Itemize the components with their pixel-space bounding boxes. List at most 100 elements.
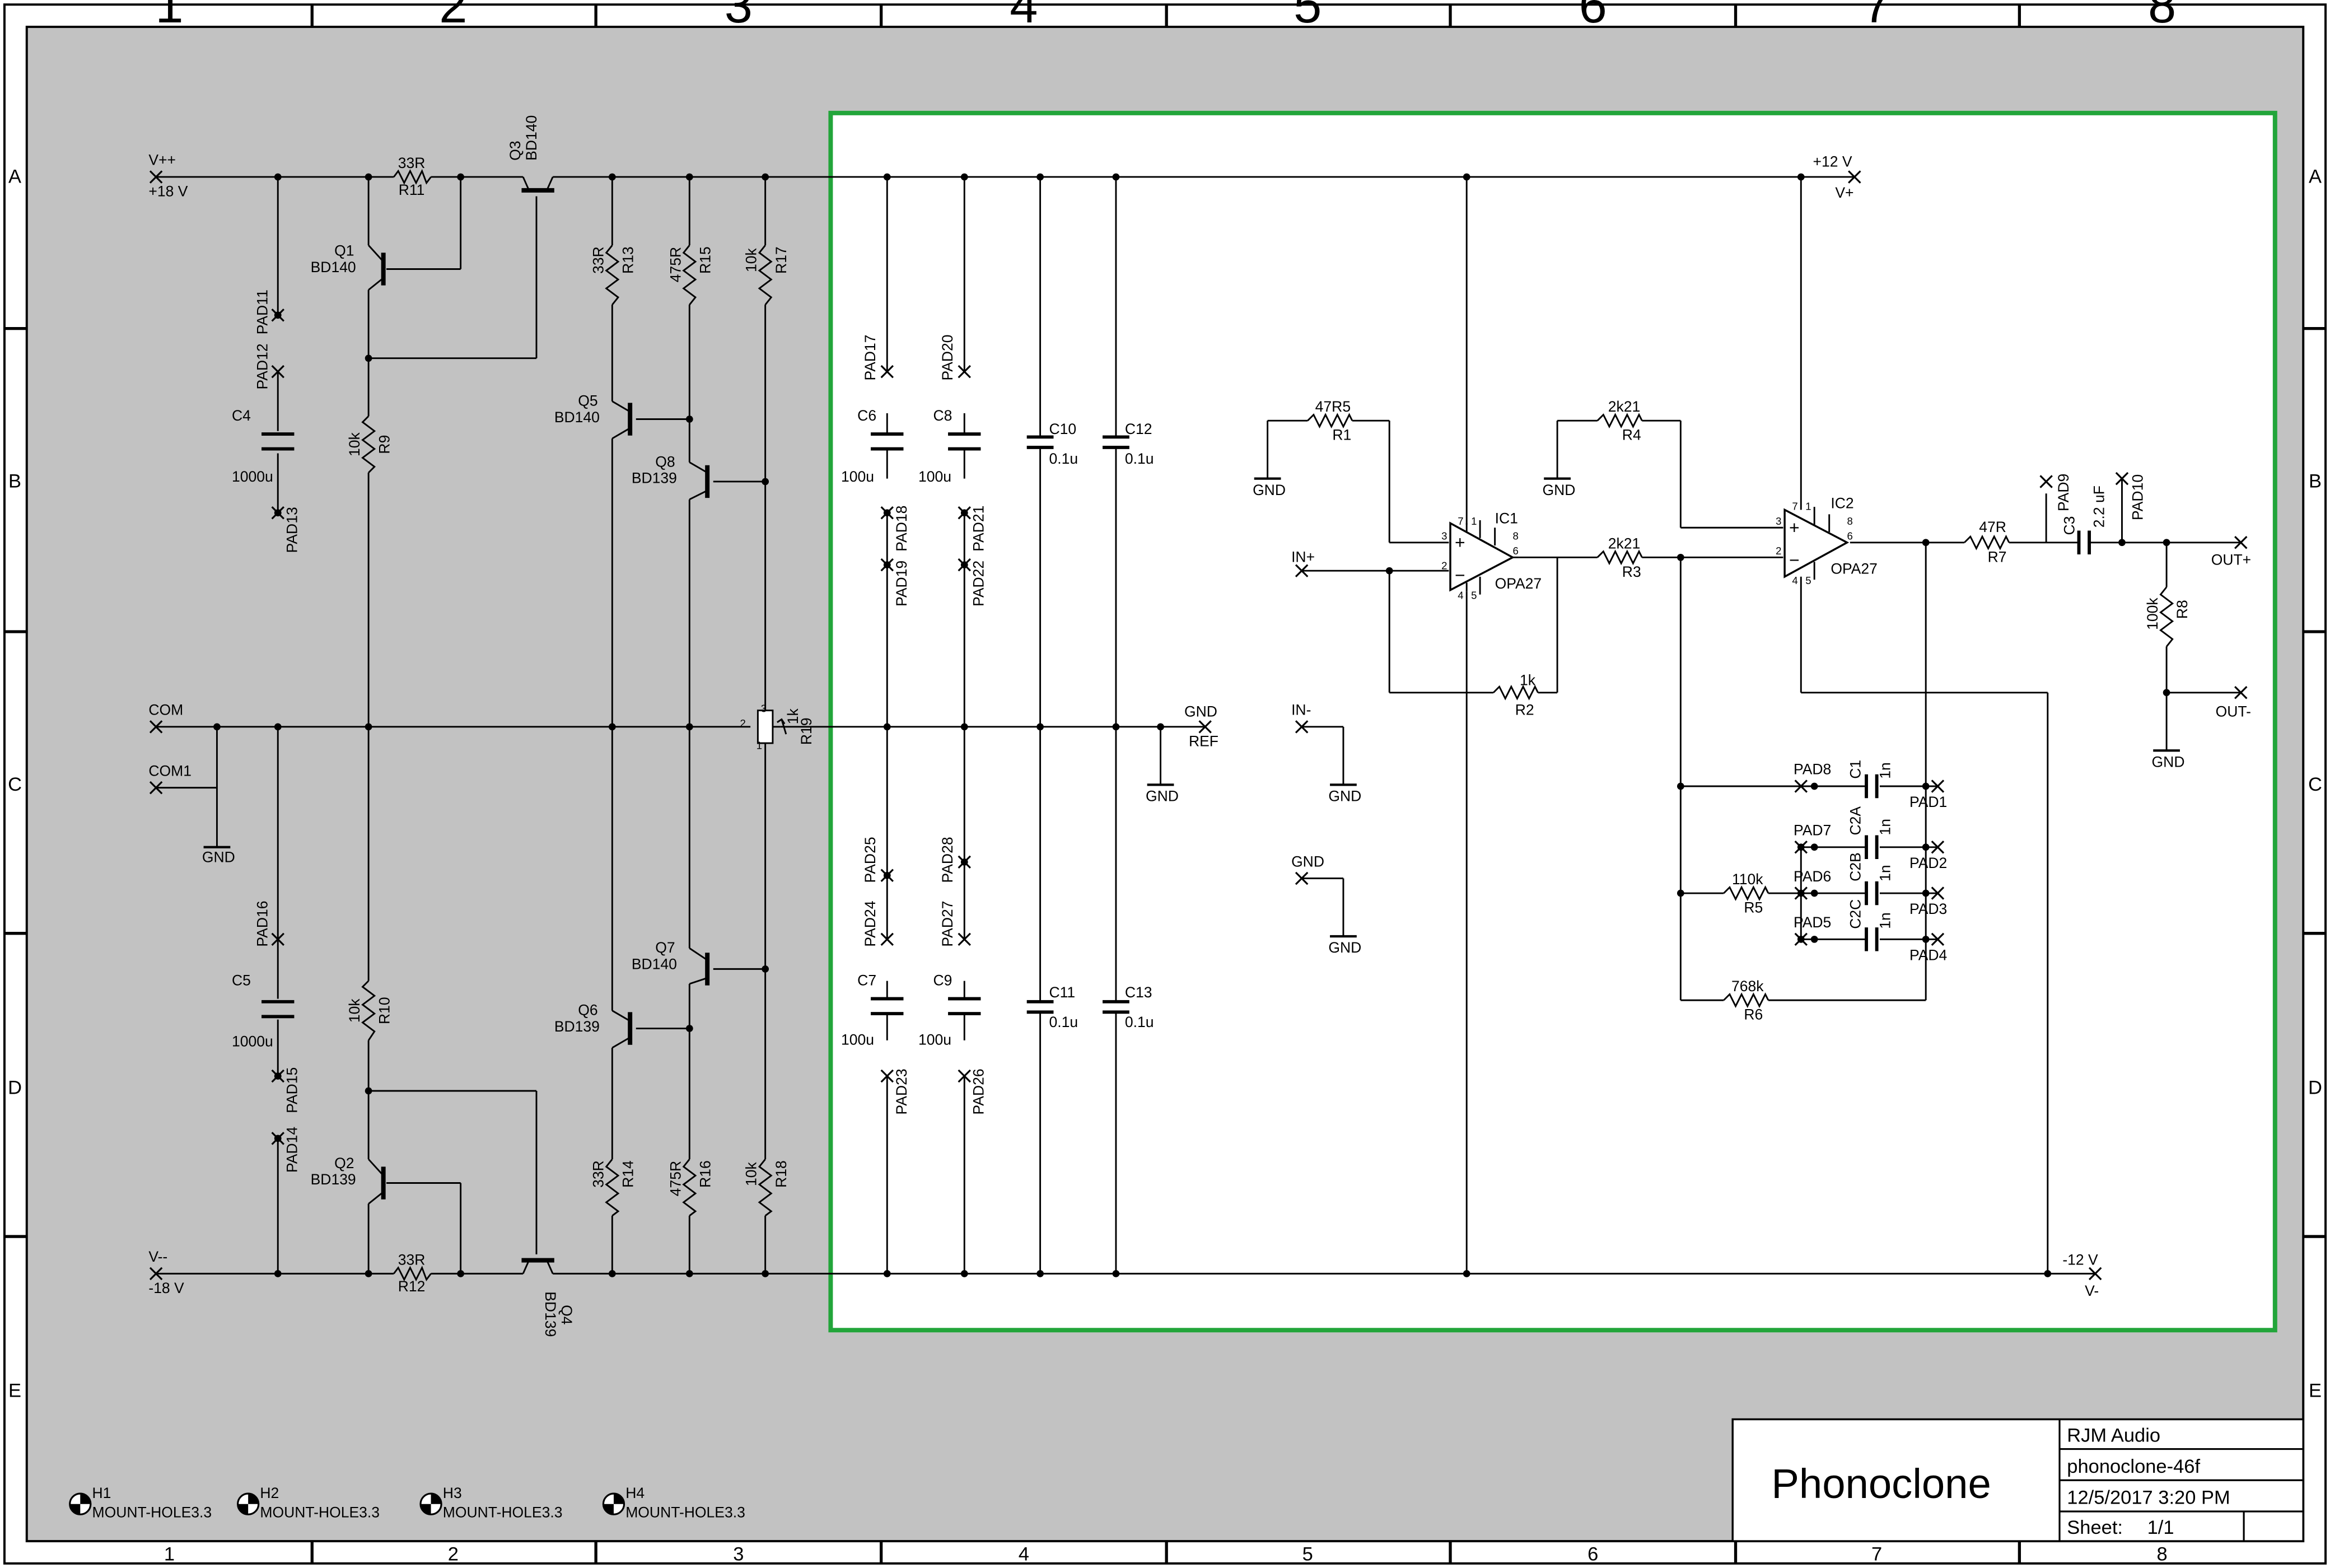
q4-ref: Q4 <box>558 1305 575 1324</box>
r9-value: 10k <box>346 432 363 456</box>
c1-value: 1n <box>1877 762 1894 779</box>
ic2-pins <box>1813 507 1831 580</box>
capacitor-plates <box>262 432 2091 1019</box>
row-labels-left: A B C D E <box>8 166 22 1402</box>
q3-type: BD140 <box>523 115 540 161</box>
svg-text:8: 8 <box>1847 515 1853 527</box>
column-labels-bottom: 1 2 3 4 5 6 7 8 <box>164 1544 2168 1565</box>
r19-value: 1k <box>785 708 801 725</box>
wires <box>156 176 2241 1275</box>
sheet-value: 1/1 <box>2147 1517 2174 1538</box>
vpp-terminal <box>149 170 163 184</box>
svg-text:H3: H3 <box>443 1485 462 1501</box>
svg-text:+: + <box>1789 517 1800 538</box>
r11-body <box>393 169 432 185</box>
r3-value: 2k21 <box>1608 535 1641 552</box>
c6-value: 100u <box>841 468 874 485</box>
c11-ref: C11 <box>1049 984 1076 1001</box>
col-label: 4 <box>1010 0 1038 34</box>
com-terminal <box>149 720 163 734</box>
row-label: C <box>2308 774 2322 795</box>
svg-text:1: 1 <box>1471 515 1477 527</box>
svg-text:7: 7 <box>1458 515 1463 527</box>
r16-body <box>682 1159 697 1217</box>
ic1-pins <box>1465 520 1519 595</box>
r12-ref: R12 <box>398 1278 426 1295</box>
svg-text:8: 8 <box>1512 530 1518 542</box>
pad19-label: PAD19 <box>893 561 910 606</box>
col-label: 7 <box>1863 0 1891 34</box>
c6-ref: C6 <box>857 407 876 424</box>
hole-h4: H4 MOUNT-HOLE3.3 <box>602 1485 745 1521</box>
r14-body <box>605 1159 620 1217</box>
col-label: 5 <box>1302 1544 1313 1565</box>
svg-text:−: − <box>1789 550 1800 570</box>
svg-text:7: 7 <box>1792 500 1797 512</box>
net-gnd: GND <box>1146 788 1179 805</box>
r2-body <box>1492 684 1539 701</box>
ic2-opamp[interactable] <box>1783 508 1850 578</box>
pad7-label: PAD7 <box>1794 822 1831 839</box>
r7-value: 47R <box>1979 519 2006 535</box>
r4-body <box>1596 413 1643 429</box>
q3-ref: Q3 <box>507 141 524 160</box>
pad25-label: PAD25 <box>862 837 879 883</box>
active-region <box>828 110 2277 1333</box>
row-label: B <box>8 471 21 492</box>
r15-body <box>682 245 697 306</box>
r5-ref: R5 <box>1744 899 1763 916</box>
pad8-label: PAD8 <box>1794 761 1831 778</box>
r19-potentiometer[interactable] <box>757 710 787 744</box>
r10-body <box>361 980 376 1041</box>
c4-ref: C4 <box>232 407 251 424</box>
net-gnd: GND <box>1253 482 1286 498</box>
svg-text:H4: H4 <box>625 1485 645 1501</box>
r6-value: 768k <box>1731 978 1764 995</box>
r18-ref: R18 <box>773 1160 790 1188</box>
column-labels-top: 1 2 3 4 5 6 7 8 <box>155 0 2176 34</box>
r17-body <box>758 245 773 306</box>
c7-ref: C7 <box>857 972 876 989</box>
gnd-terminal <box>1295 871 1309 885</box>
c12-ref: C12 <box>1125 421 1152 437</box>
ic1-opamp[interactable] <box>1449 521 1515 592</box>
svg-text:2: 2 <box>1776 545 1781 557</box>
r2-value: 1k <box>1520 672 1536 689</box>
svg-text:2: 2 <box>1441 560 1447 572</box>
r11-ref: R11 <box>399 181 425 198</box>
r11-value: 33R <box>398 155 426 171</box>
ic2-ref: IC2 <box>1831 495 1853 512</box>
pad10-label: PAD10 <box>2130 474 2146 520</box>
col-label: 2 <box>448 1544 459 1565</box>
pad28-label: PAD28 <box>939 837 956 883</box>
svg-text:3: 3 <box>1776 515 1781 527</box>
row-label: B <box>2309 471 2322 492</box>
pad12-label: PAD12 <box>254 343 271 389</box>
r14-ref: R14 <box>619 1160 636 1188</box>
pad9-label: PAD9 <box>2055 474 2072 511</box>
pad15-label: PAD15 <box>284 1067 301 1113</box>
ground-symbols <box>203 477 2180 938</box>
svg-text:6: 6 <box>1512 545 1518 557</box>
r16-ref: R16 <box>697 1160 713 1188</box>
drawing-name: phonoclone-46f <box>2067 1456 2200 1477</box>
r19-pin: 2 <box>740 717 746 729</box>
pad3-label: PAD3 <box>1909 900 1947 917</box>
svg-text:MOUNT-HOLE3.3: MOUNT-HOLE3.3 <box>92 1504 212 1521</box>
drawing-date: 12/5/2017 3:20 PM <box>2067 1487 2230 1509</box>
pad18-label: PAD18 <box>893 506 910 552</box>
vplus-terminal <box>1848 170 1861 184</box>
pad17-label: PAD17 <box>862 334 879 380</box>
r4-ref: R4 <box>1622 427 1641 444</box>
r19-ref: R19 <box>798 717 815 745</box>
c12-value: 0.1u <box>1125 450 1154 467</box>
c2a-value: 1n <box>1877 819 1894 836</box>
r8-ref: R8 <box>2174 600 2191 619</box>
r12-value: 33R <box>398 1251 426 1268</box>
c5-ref: C5 <box>232 972 251 989</box>
svg-text:−: − <box>1455 565 1465 585</box>
net-m12: -12 V <box>2062 1251 2098 1268</box>
net-gnd: GND <box>1291 853 1324 870</box>
q2-ref: Q2 <box>334 1155 354 1172</box>
net-gnd: GND <box>1543 482 1576 498</box>
